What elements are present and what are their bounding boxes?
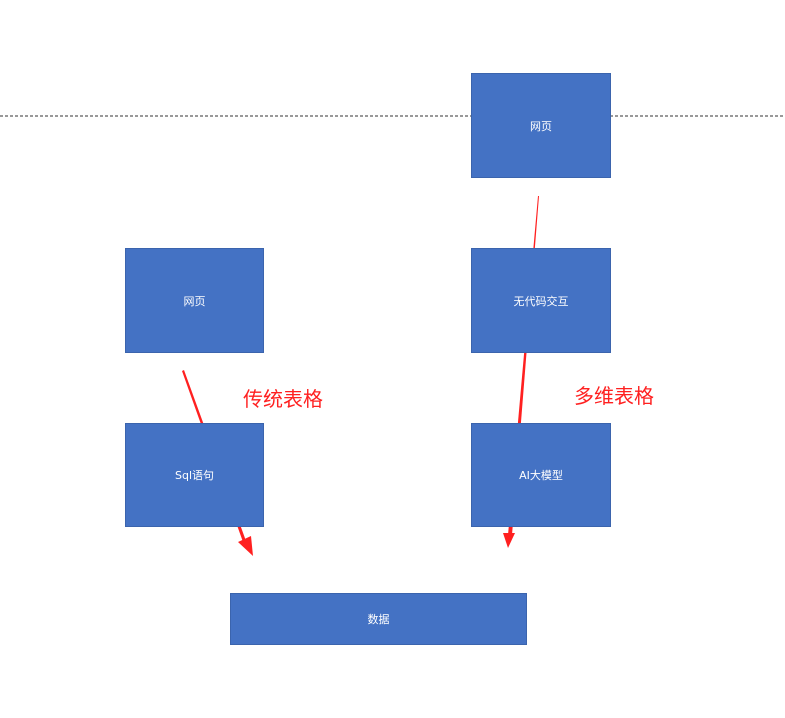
box-left-webpage-label: 网页: [183, 294, 206, 308]
box-nocode-interaction[interactable]: 无代码交互: [471, 248, 611, 353]
box-ai-model[interactable]: AI大模型: [471, 423, 611, 527]
box-nocode-label: 无代码交互: [513, 294, 569, 308]
box-top-webpage[interactable]: 网页: [471, 73, 611, 178]
annotation-traditional-table: 传统表格: [243, 387, 323, 411]
box-data-label: 数据: [367, 613, 390, 626]
box-ai-model-label: AI大模型: [519, 469, 563, 482]
box-left-webpage[interactable]: 网页: [125, 248, 264, 353]
box-sql-label: Sql语句: [174, 469, 215, 482]
box-sql-statement[interactable]: Sql语句: [125, 423, 264, 527]
box-top-webpage-label: 网页: [530, 119, 552, 133]
annotation-multidim-table: 多维表格: [574, 384, 654, 408]
box-data[interactable]: 数据: [230, 593, 527, 645]
